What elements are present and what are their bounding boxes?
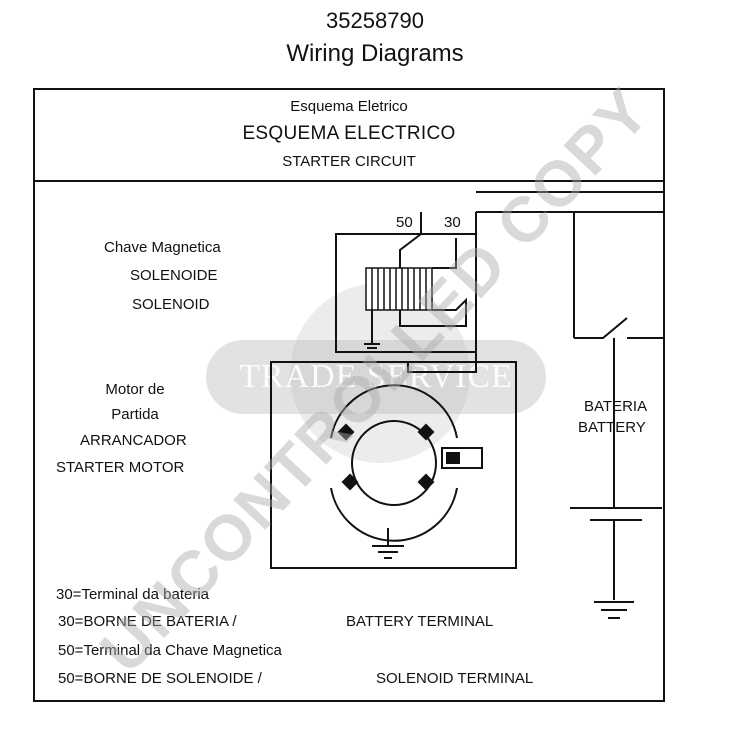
coil-right-wire [399,238,467,327]
motor-feed-wire [407,350,477,373]
header-line-es: ESQUEMA ELECTRICO [242,123,456,144]
battery-label-es: BATERIA [584,398,648,415]
header-line-en: STARTER CIRCUIT [282,153,416,170]
legend-line-4: 50=BORNE DE SOLENOIDE / [58,670,262,687]
motor-label-en: STARTER MOTOR [56,459,185,476]
motor-label-pt-2: Partida [111,406,159,423]
solenoid-ground-symbol [364,343,380,353]
motor-brushes [337,423,435,491]
header-divider [33,180,665,182]
terminal-50-wire [399,212,422,268]
terminal-30-wire [475,211,665,350]
document-number: 35258790 [326,8,424,33]
motor-ground-symbol [372,545,404,559]
legend-line-3: 50=Terminal da Chave Magnetica [58,642,282,659]
motor-outer-arc-bottom [330,487,458,542]
legend-solenoid-terminal: SOLENOID TERMINAL [376,670,534,687]
motor-box [270,361,517,569]
brush-top-left [337,423,355,441]
solenoid-label-en: SOLENOID [132,296,210,313]
header-line-pt: Esquema Eletrico [290,98,408,115]
legend-line-2: 30=BORNE DE BATERIA / [58,613,237,630]
brush-bottom-right [417,473,435,491]
solenoid-label-pt: Chave Magnetica [104,239,221,256]
brush-bottom-left [341,473,359,491]
battery-feed-wire [476,191,665,212]
document-title: Wiring Diagrams [286,40,464,67]
terminal-50-label: 50 [396,214,413,231]
motor-label-es: ARRANCADOR [80,432,187,449]
motor-armature [351,420,437,506]
diagram-frame [33,88,665,702]
motor-label-pt-1: Motor de [105,381,165,398]
motor-outer-arc-top [330,384,458,439]
solenoid-label-es: SOLENOIDE [130,267,218,284]
brush-top-right [417,423,435,441]
battery-ground-symbol [594,601,634,619]
legend-battery-terminal: BATTERY TERMINAL [346,613,494,630]
switch-line [574,317,628,339]
solenoid-coil [365,267,433,311]
battery-label-en: BATTERY [578,419,646,436]
terminal-30-label: 30 [444,214,461,231]
legend-line-1: 30=Terminal da bateria [56,586,210,603]
